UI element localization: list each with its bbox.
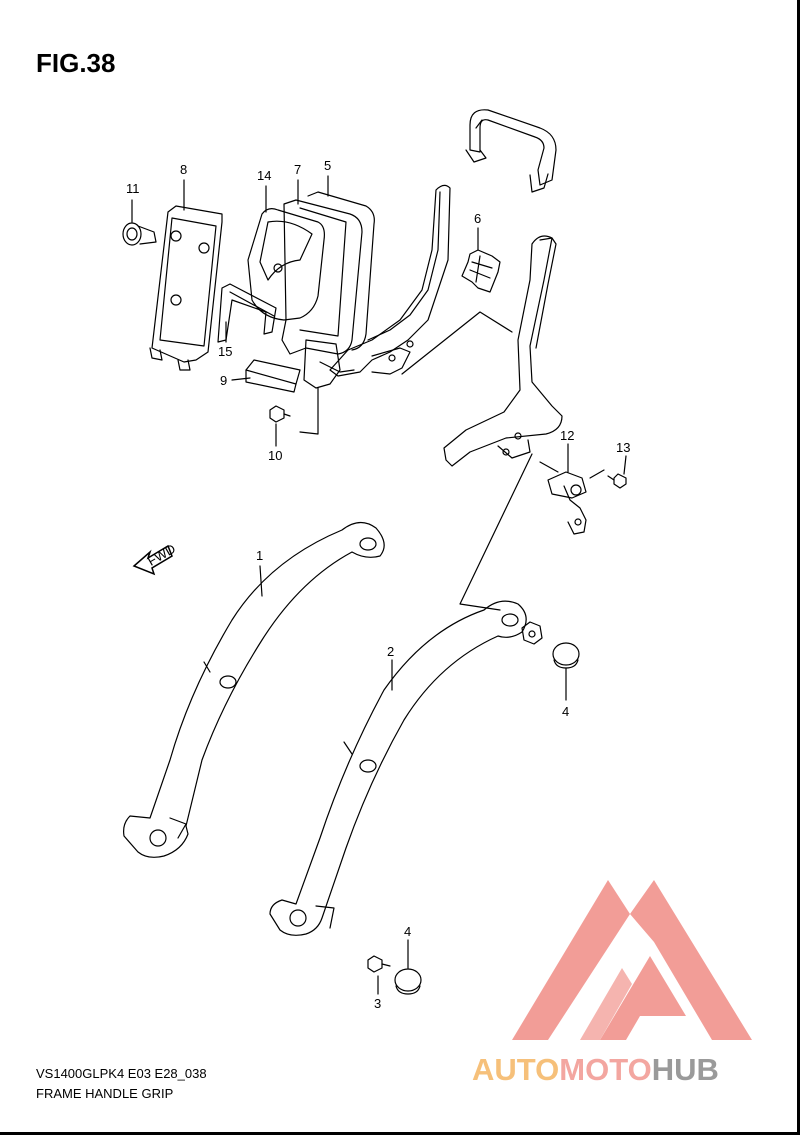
part-8-back-plate [149,205,223,371]
part-2-right-rail [269,600,527,936]
part-12-latch [547,471,587,535]
callout-13: 13 [616,440,630,455]
part-1-left-rail [123,521,385,858]
callout-14: 14 [257,168,271,183]
callout-1: 1 [256,548,263,563]
figure-title: FIG.38 [36,48,116,78]
part-11-grommet [122,222,157,246]
part-4-cap-upper [552,642,580,669]
fwd-arrow-icon: FWD [132,541,178,576]
brand-part-auto: AUTO [472,1052,560,1087]
part-7-backrest-base [281,191,375,355]
part-13-screw [607,473,627,489]
callout-7: 7 [294,162,301,177]
callout-6: 6 [474,211,481,226]
callout-12: 12 [560,428,574,443]
callout-4-lower: 4 [404,924,411,939]
callout-8: 8 [180,162,187,177]
part-15-strap [217,283,277,343]
part-14-backrest-pad [247,208,325,321]
part-3-bolt [367,955,391,973]
nut [521,621,543,645]
part-10-bolt [269,405,291,423]
callout-11: 11 [126,181,140,196]
callout-15: 15 [218,344,232,359]
upright-frame [443,235,563,467]
callout-4-upper: 4 [562,704,569,719]
part-9-rubber-block [245,359,301,393]
part-5-top-handle [465,109,557,193]
callout-3: 3 [374,996,381,1011]
callout-2: 2 [387,644,394,659]
brand-part-moto: MOTO [559,1052,652,1087]
figure-code: VS1400GLPK4 E03 E28_038 [36,1066,207,1081]
callout-5: 5 [324,158,331,173]
brand-part-hub: HUB [651,1052,719,1087]
part-6-clip [461,249,501,293]
fwd-label: FWD [145,541,178,569]
watermark-logo-icon [512,880,752,1040]
lower-mount [303,339,355,389]
backrest-stay [329,184,451,377]
figure-name: FRAME HANDLE GRIP [36,1086,174,1101]
callout-10: 10 [268,448,282,463]
watermark-brand: AUTOMOTOHUB [472,1052,719,1088]
callout-9: 9 [220,373,227,388]
part-4-cap-lower [394,968,422,995]
